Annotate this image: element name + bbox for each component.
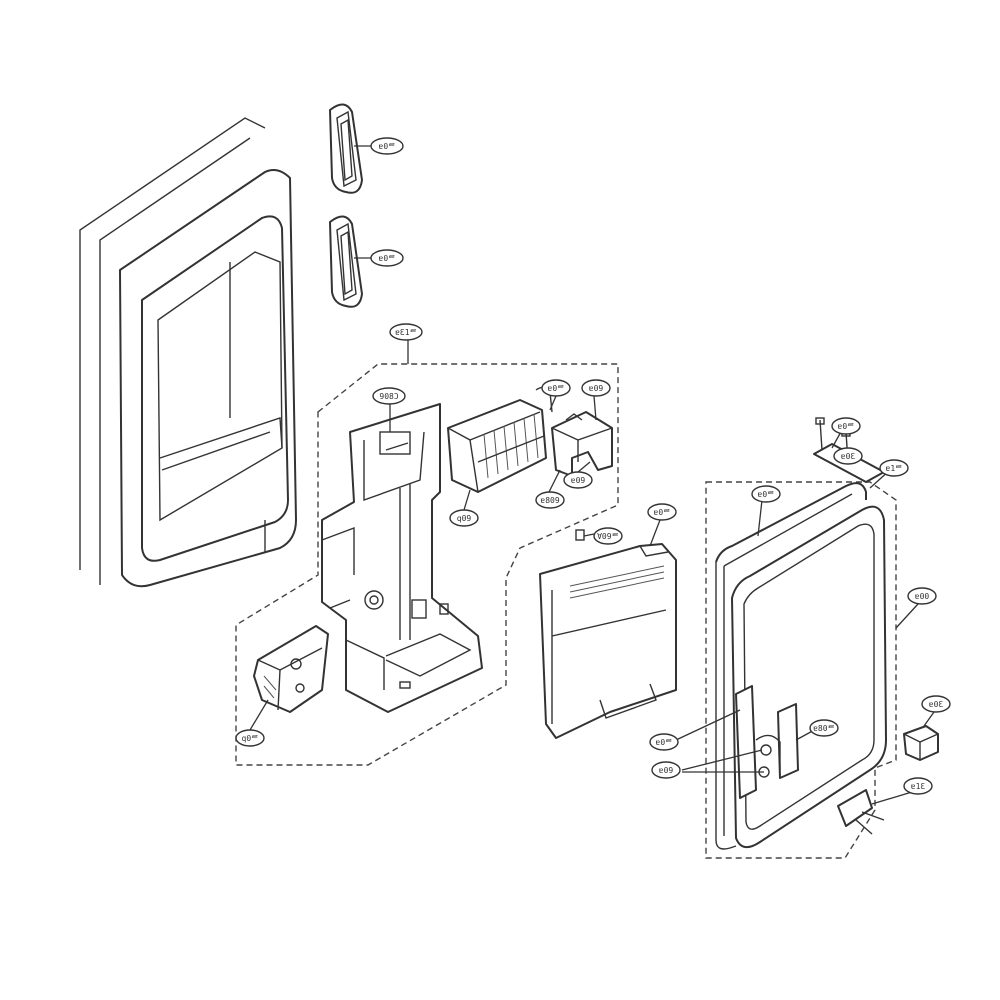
callout-label: 908Ɔ bbox=[379, 392, 398, 401]
auger-motor-bracket bbox=[551, 411, 613, 477]
ice-maker-housing bbox=[321, 403, 483, 713]
callout-label: q09 bbox=[457, 514, 472, 523]
callout-label: ɐ1Ɛ bbox=[911, 782, 926, 791]
callout-label: ɐ0ᄅ bbox=[656, 738, 673, 747]
callout-label: ɐ1ᄅ bbox=[886, 464, 903, 473]
leader-lines bbox=[249, 145, 935, 805]
mounting-screw bbox=[575, 529, 585, 541]
callout-label: ɐ09 bbox=[589, 384, 604, 393]
callout-8: ɐ809 bbox=[535, 491, 565, 509]
callout-11: ɐ0ᄅ bbox=[647, 503, 677, 521]
callout-label: ɐ80ᄅ bbox=[813, 724, 835, 733]
callout-label: ɐ0ᄅ bbox=[379, 142, 396, 151]
callout-14: ɐ0Ɛ bbox=[833, 447, 863, 465]
callout-4: 908Ɔ bbox=[372, 387, 406, 405]
freezer-door-panel bbox=[731, 505, 887, 849]
callout-12: ɐ0ᄅ bbox=[751, 485, 781, 503]
callout-label: ɐ0ᄅ bbox=[758, 490, 775, 499]
dispenser-lever-bracket bbox=[253, 625, 329, 713]
callout-label: ɐ0ᄅ bbox=[548, 384, 565, 393]
callout-label: Ɐ09ᄅ bbox=[597, 532, 619, 541]
callout-19: ɐ80ᄅ bbox=[809, 719, 839, 737]
door-assembly-boundary bbox=[705, 481, 897, 859]
callout-7: ɐ09 bbox=[563, 471, 593, 489]
callout-2: ɐ0ᄅ bbox=[370, 249, 404, 267]
callout-20: ɐ0ᄅ bbox=[649, 733, 679, 751]
callout-5: ɐ0ᄅ bbox=[541, 379, 571, 397]
callout-1: ɐ0ᄅ bbox=[370, 137, 404, 155]
callout-label: ɐ0ᄅ bbox=[838, 422, 855, 431]
callout-15: ɐ1ᄅ bbox=[879, 459, 909, 477]
door-gasket bbox=[715, 482, 867, 850]
ice-maker-unit bbox=[447, 386, 553, 493]
refrigerator-door bbox=[79, 117, 297, 588]
callout-label: ɐ09 bbox=[571, 476, 586, 485]
callout-label: ɐ0ᄅ bbox=[654, 508, 671, 517]
lower-handle-gasket bbox=[329, 215, 363, 308]
callout-label: ɐ809 bbox=[540, 496, 559, 505]
door-latch-mechanism bbox=[735, 685, 799, 799]
callout-label: ɐ0Ɛ bbox=[929, 700, 944, 709]
callout-21: ɐ09 bbox=[651, 761, 681, 779]
upper-handle-gasket bbox=[329, 103, 363, 194]
callout-10: Ɐ09ᄅ bbox=[593, 527, 623, 545]
callout-13: ɐ0ᄅ bbox=[831, 417, 861, 435]
dispenser-cover-panel bbox=[539, 543, 677, 739]
callout-label: ɐ09 bbox=[659, 766, 674, 775]
dispenser-assembly-boundary bbox=[235, 363, 619, 766]
callout-label: ɐƐ1ᄅ bbox=[395, 328, 417, 337]
callout-9: q09 bbox=[449, 509, 479, 527]
callout-6: ɐ09 bbox=[581, 379, 611, 397]
callout-22: q0ᄅ bbox=[235, 729, 265, 747]
door-stopper bbox=[903, 725, 939, 761]
callout-label: ɐ00 bbox=[915, 592, 930, 601]
callout-17: ɐ0Ɛ bbox=[921, 695, 951, 713]
callout-label: ɐ0Ɛ bbox=[841, 452, 856, 461]
callout-label: q0ᄅ bbox=[242, 734, 259, 743]
callout-label: ɐ0ᄅ bbox=[379, 254, 396, 263]
callout-3: ɐƐ1ᄅ bbox=[389, 323, 423, 341]
callout-18: ɐ1Ɛ bbox=[903, 777, 933, 795]
bottom-hinge bbox=[837, 789, 885, 835]
callout-16: ɐ00 bbox=[907, 587, 937, 605]
